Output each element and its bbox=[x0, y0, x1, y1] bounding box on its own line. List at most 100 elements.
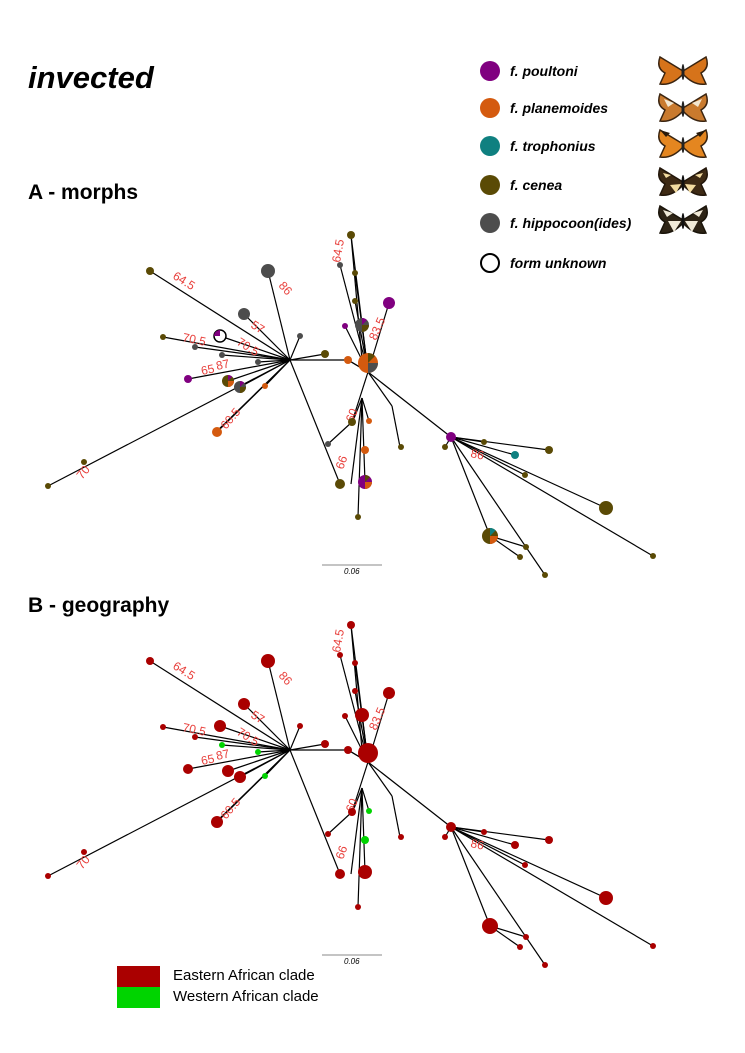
tree-node bbox=[517, 554, 523, 560]
tree-node bbox=[344, 356, 352, 364]
tree-branch bbox=[450, 436, 546, 576]
unknown-swatch bbox=[480, 253, 500, 273]
tree-node bbox=[352, 270, 358, 276]
tree-branch bbox=[450, 826, 607, 899]
tree-node bbox=[325, 831, 331, 837]
branch-support-label: 64.5 bbox=[329, 628, 347, 654]
hippocoon-butterfly-icon bbox=[658, 204, 708, 235]
tree-branch bbox=[219, 725, 291, 751]
tree-branch bbox=[450, 436, 654, 557]
branch-support-label: 65 bbox=[200, 361, 216, 378]
tree-node bbox=[222, 765, 234, 777]
tree-node bbox=[192, 344, 198, 350]
tree-node bbox=[160, 334, 166, 340]
tree-branch bbox=[367, 761, 452, 828]
tree-branch bbox=[450, 826, 546, 966]
tree-branch bbox=[243, 703, 291, 751]
tree-branch bbox=[450, 826, 526, 866]
tree-branch bbox=[391, 405, 401, 448]
tree-branch bbox=[350, 624, 363, 751]
tree-branch bbox=[367, 371, 393, 407]
tree-branch bbox=[243, 313, 291, 361]
tree-branch bbox=[216, 749, 291, 823]
node-pie-slice bbox=[368, 363, 378, 373]
branch-support-label: 64.5 bbox=[170, 269, 198, 293]
branch-support-label: 86 bbox=[276, 279, 296, 299]
tree-node bbox=[192, 734, 198, 740]
tree-branch bbox=[221, 354, 291, 361]
branch-support-label: 66 bbox=[333, 843, 351, 861]
tree-branch bbox=[351, 761, 369, 813]
tree-branch bbox=[361, 787, 366, 873]
tree-branch bbox=[227, 749, 291, 772]
cenea-swatch bbox=[480, 175, 500, 195]
tree-node bbox=[366, 418, 372, 424]
tree-node bbox=[511, 841, 519, 849]
tree-branch bbox=[327, 421, 353, 445]
tree-node bbox=[234, 771, 246, 783]
tree-node bbox=[45, 483, 51, 489]
tree-node bbox=[545, 446, 553, 454]
tree-branch bbox=[289, 359, 341, 485]
poultoni-butterfly-icon bbox=[658, 55, 708, 86]
legend-label: f. hippocoon(ides) bbox=[510, 215, 632, 231]
tree-branch bbox=[289, 725, 301, 751]
tree-node bbox=[219, 742, 225, 748]
tree-node bbox=[261, 654, 275, 668]
planemoides-butterfly-icon bbox=[658, 92, 708, 123]
tree-node bbox=[81, 849, 87, 855]
tree-node bbox=[344, 746, 352, 754]
branch-support-label: 86 bbox=[469, 836, 485, 853]
poultoni-swatch bbox=[480, 61, 500, 81]
branch-support-label: 64.5 bbox=[170, 659, 198, 683]
panel-a-title: A - morphs bbox=[28, 181, 139, 204]
branch-support-label: 87 bbox=[215, 746, 231, 763]
tree-branch bbox=[289, 749, 341, 875]
tree-node bbox=[523, 544, 529, 550]
scale-bar-label: 0.06 bbox=[344, 567, 360, 576]
tree-node bbox=[325, 441, 331, 447]
tree-node bbox=[442, 444, 448, 450]
hippocoon-swatch bbox=[480, 213, 500, 233]
tree-node bbox=[482, 918, 498, 934]
tree-branch bbox=[450, 436, 485, 443]
tree-branch bbox=[187, 749, 291, 770]
branch-support-label: 70.5 bbox=[181, 330, 207, 349]
branch-support-label: 87 bbox=[215, 356, 231, 373]
tree-branch bbox=[350, 234, 363, 361]
tree-node bbox=[599, 891, 613, 905]
tree-node bbox=[348, 808, 356, 816]
node-pie-slice bbox=[240, 381, 245, 387]
tree-branch bbox=[194, 346, 291, 361]
tree-branch bbox=[219, 335, 291, 361]
tree-node bbox=[146, 267, 154, 275]
scale-bar-label: 0.06 bbox=[344, 957, 360, 966]
tree-node bbox=[517, 944, 523, 950]
tree-node bbox=[262, 383, 268, 389]
tree-branch bbox=[257, 749, 291, 753]
node-pie-slice bbox=[490, 528, 496, 536]
tree-node bbox=[212, 427, 222, 437]
tree-node bbox=[255, 749, 261, 755]
western-swatch bbox=[117, 987, 160, 1008]
branch-support-label: 86 bbox=[276, 669, 296, 689]
tree-branch bbox=[350, 397, 363, 485]
node-pie-slice bbox=[365, 475, 370, 482]
tree-node bbox=[442, 834, 448, 840]
branch-support-label: 64.5 bbox=[329, 238, 347, 264]
tree-branch bbox=[239, 359, 291, 388]
node-pie-slice bbox=[490, 536, 498, 544]
tree-node bbox=[358, 743, 378, 763]
tree-node bbox=[347, 231, 355, 239]
tree-node bbox=[355, 904, 361, 910]
panel-b-title: B - geography bbox=[28, 594, 170, 617]
tree-node bbox=[523, 934, 529, 940]
tree-branch bbox=[239, 749, 291, 778]
legend-label: f. cenea bbox=[510, 177, 563, 193]
figure-title: invected bbox=[28, 60, 154, 95]
tree-node bbox=[398, 444, 404, 450]
eastern-swatch bbox=[117, 966, 160, 987]
branch-support-label: 65 bbox=[200, 751, 216, 768]
tree-branch bbox=[450, 826, 491, 927]
